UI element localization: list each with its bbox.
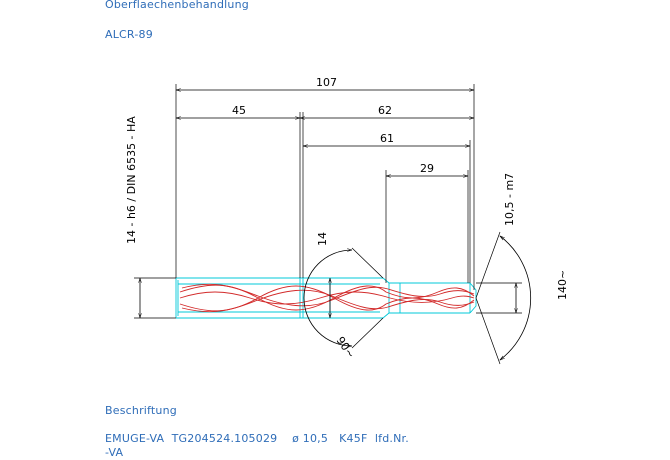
marking-line-2: -VA <box>105 446 124 459</box>
dim-61-text: 61 <box>380 132 394 145</box>
coating-spec: ALCR-89 <box>105 28 153 41</box>
flute-helix <box>179 283 475 313</box>
dim-107-text: 107 <box>316 76 337 89</box>
surface-treatment-heading: Oberflaechenbehandlung <box>105 0 249 11</box>
dim-29-text: 29 <box>420 162 434 175</box>
point-angle-dim: 140~ <box>475 231 569 365</box>
marking-heading: Beschriftung <box>105 404 177 417</box>
dim-14-text: 14 <box>316 232 329 246</box>
dim-45-text: 45 <box>232 104 246 117</box>
tool-outline <box>175 277 477 319</box>
neck-angle-text: 90~ <box>334 334 358 360</box>
marking-line-1: EMUGE-VA TG204524.105029 ø 10,5 K45F lfd… <box>105 432 409 445</box>
point-angle-text: 140~ <box>556 270 569 300</box>
shank-spec-text: 14 - h6 / DIN 6535 - HA <box>125 116 138 244</box>
dim-62-text: 62 <box>378 104 392 117</box>
dim-cut-dia-text: 10,5 - m7 <box>503 173 516 226</box>
